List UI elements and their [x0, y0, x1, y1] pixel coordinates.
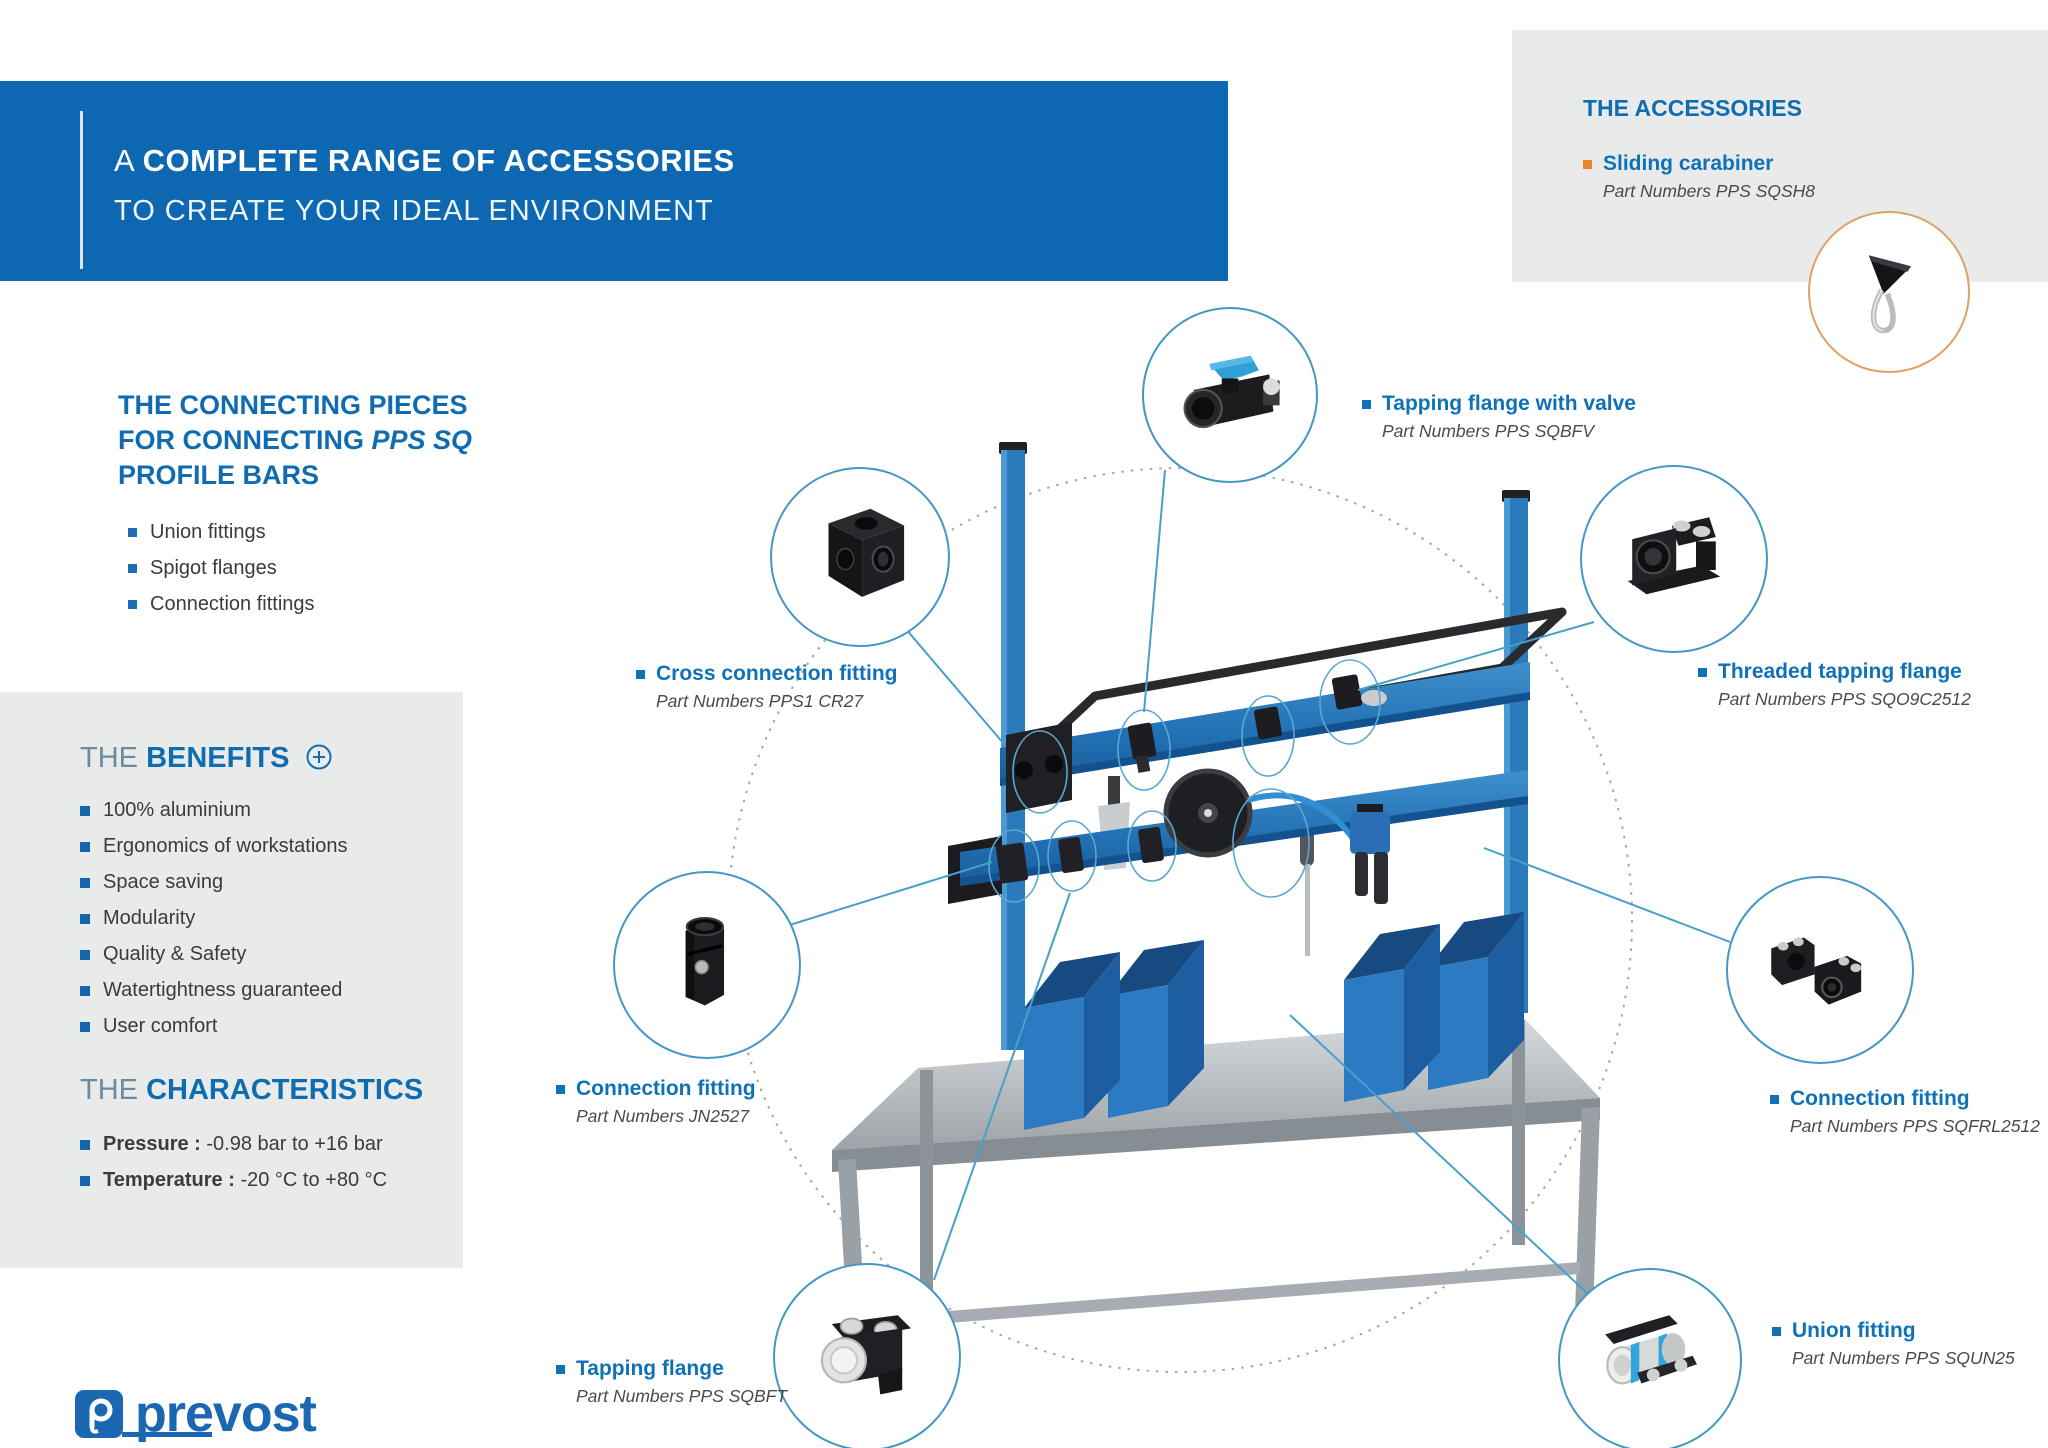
page-title: A COMPLETE RANGE OF ACCESSORIES: [114, 143, 735, 178]
bullet-icon: [636, 669, 645, 679]
banner-divider: [80, 111, 83, 269]
bullet-icon: [1698, 667, 1707, 677]
connection-fitting-pair-icon: [1771, 937, 1862, 1005]
list-item: Modularity: [80, 907, 423, 930]
accessories-panel: [1512, 30, 2048, 282]
page-subtitle: TO CREATE YOUR IDEAL ENVIRONMENT: [114, 195, 714, 227]
list-item: Pressure : -0.98 bar to +16 bar: [80, 1133, 423, 1156]
callout-circle-union-fitting: [1558, 1268, 1742, 1448]
callout-circle-cross-connection: [770, 467, 950, 647]
connecting-title-line2: FOR CONNECTING PPS SQ: [118, 425, 473, 455]
list-item: Ergonomics of workstations: [80, 835, 423, 858]
sliding-carabiner-icon: [1868, 255, 1911, 334]
cross-connection-fitting-icon: [828, 508, 905, 597]
storage-bins-right: [1344, 912, 1524, 1102]
benefits-panel: [0, 692, 463, 1268]
callout-circle-carabiner: [1808, 211, 1970, 373]
benefits-title: THE BENEFITS: [80, 742, 423, 775]
list-item: Watertightness guaranteed: [80, 979, 423, 1002]
logo-underline: [122, 1432, 212, 1437]
list-item: Connection fittings: [128, 593, 472, 616]
list-item: 100% aluminium: [80, 799, 423, 822]
connecting-pieces-section: THE CONNECTING PIECES FOR CONNECTING PPS…: [118, 388, 472, 629]
union-fitting-icon: [1605, 1315, 1697, 1385]
tapping-flange-icon: [820, 1315, 911, 1395]
callout-circle-tapping-flange-valve: [1142, 307, 1318, 483]
highlight-ellipses: [988, 659, 1381, 903]
list-item: Spigot flanges: [128, 557, 472, 580]
connection-fitting-icon: [685, 917, 725, 1006]
plus-icon: [306, 744, 332, 770]
bullet-icon: [80, 949, 90, 960]
prevost-logo-icon: [75, 1390, 123, 1438]
callout-union-fitting-label: Union fitting Part Numbers PPS SQUN25: [1772, 1319, 2015, 1369]
tapping-flange-valve-icon: [1183, 355, 1280, 429]
bullet-icon: [556, 1084, 565, 1094]
callout-connection-fitting-right-label: Connection fitting Part Numbers PPS SQFR…: [1770, 1087, 2040, 1137]
characteristics-title: THE CHARACTERISTICS: [80, 1074, 424, 1106]
list-item: Space saving: [80, 871, 423, 894]
callout-tapping-flange-label: Tapping flange Part Numbers PPS SQBFT: [556, 1357, 787, 1407]
bullet-icon: [128, 564, 137, 573]
bullet-icon: [80, 1021, 90, 1032]
accessories-title: THE ACCESSORIES: [1583, 95, 1802, 121]
callout-threaded-tapping-flange-label: Threaded tapping flange Part Numbers PPS…: [1698, 660, 1971, 710]
bullet-icon: [1362, 399, 1371, 409]
list-item: User comfort: [80, 1015, 423, 1038]
storage-bins-left: [1024, 940, 1204, 1130]
bullet-icon: [556, 1364, 565, 1374]
bullet-icon: [80, 877, 90, 888]
list-item: Union fittings: [128, 521, 472, 544]
bullet-icon: [80, 1139, 90, 1150]
orange-bullet-icon: [1583, 159, 1592, 169]
connecting-title-line1: THE CONNECTING PIECES: [118, 390, 468, 420]
prevost-logo: prevost: [75, 1385, 317, 1443]
callout-circle-tapping-flange: [773, 1263, 961, 1448]
bullet-icon: [80, 841, 90, 852]
bullet-icon: [80, 805, 90, 816]
benefits-section: THE BENEFITS 100% aluminium Ergonomics o…: [80, 742, 423, 1205]
threaded-tapping-flange-icon: [1627, 517, 1721, 595]
list-item: Quality & Safety: [80, 943, 423, 966]
bullet-icon: [1772, 1326, 1781, 1336]
connecting-title-line3: PROFILE BARS: [118, 460, 320, 490]
callout-circle-connection-fitting-left: [613, 871, 801, 1059]
list-item: Temperature : -20 °C to +80 °C: [80, 1169, 423, 1192]
bullet-icon: [1770, 1094, 1779, 1104]
prevost-logo-text: prevost: [135, 1385, 317, 1443]
bullet-icon: [80, 913, 90, 924]
bullet-icon: [128, 528, 137, 537]
callout-connection-fitting-left-label: Connection fitting Part Numbers JN2527: [556, 1077, 756, 1127]
callout-cross-connection-label: Cross connection fitting Part Numbers PP…: [636, 662, 898, 712]
accessory-sliding-carabiner-label: Sliding carabiner Part Numbers PPS SQSH8: [1583, 152, 1815, 202]
bullet-icon: [80, 985, 90, 996]
callout-circle-threaded-tapping-flange: [1580, 465, 1768, 653]
callout-tapping-flange-valve-label: Tapping flange with valve Part Numbers P…: [1362, 392, 1636, 442]
bullet-icon: [80, 1175, 90, 1186]
bullet-icon: [128, 600, 137, 609]
header-banner: A COMPLETE RANGE OF ACCESSORIES TO CREAT…: [0, 81, 1228, 281]
callout-circle-connection-fitting-right: [1726, 876, 1914, 1064]
